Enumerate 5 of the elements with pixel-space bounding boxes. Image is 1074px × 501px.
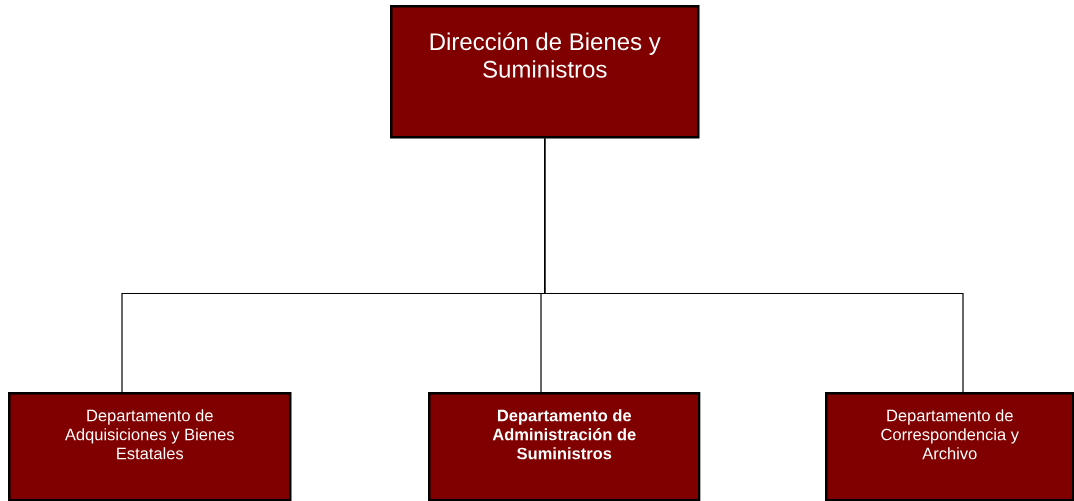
org-box: Departamento de Correspondencia y Archivo bbox=[825, 392, 1074, 501]
org-box: Dirección de Bienes y Suministros bbox=[390, 5, 700, 139]
org-box: Departamento de Administración de Suministros bbox=[428, 392, 701, 501]
org-box: Departamento de Adquisiciones y Bienes Estatales bbox=[8, 392, 292, 501]
connector-line bbox=[544, 137, 964, 393]
